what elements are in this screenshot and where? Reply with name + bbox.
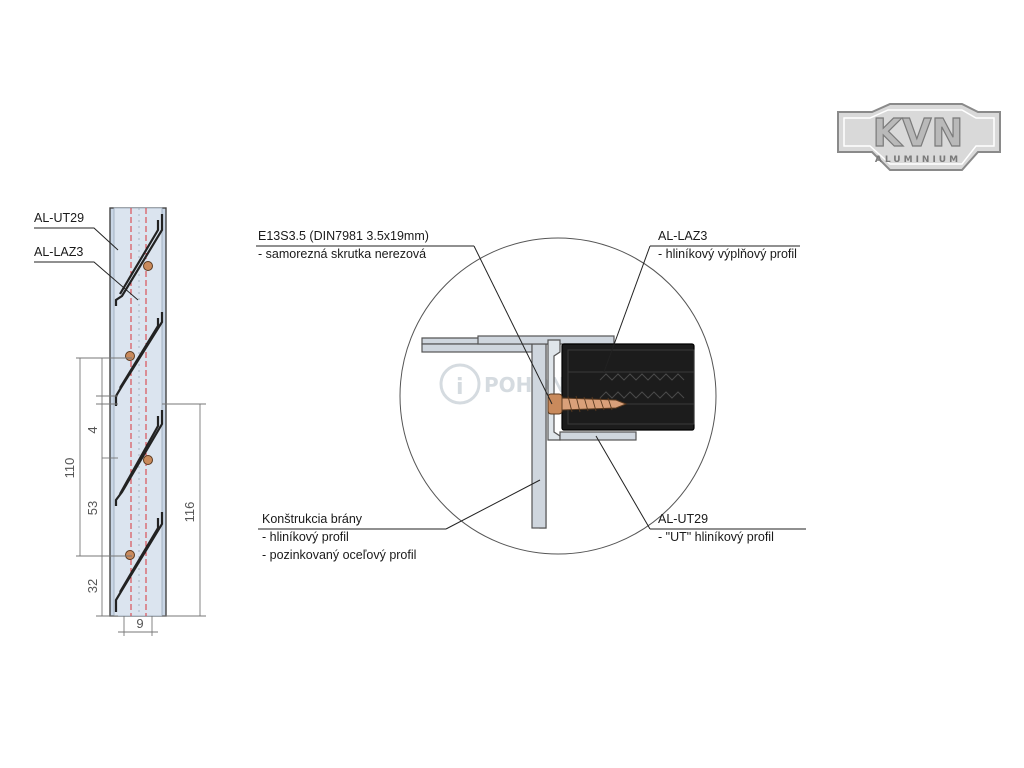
dim-32: 32 — [85, 579, 100, 593]
konstrukcia-line2: - pozinkovaný oceľový profil — [262, 548, 416, 562]
dim-9: 9 — [136, 616, 143, 631]
dim-110: 110 — [62, 458, 77, 479]
dim-4: 4 — [85, 426, 100, 433]
svg-text:i: i — [456, 375, 464, 400]
kvn-logo: KVN ALUMINIUM — [837, 103, 1001, 171]
dim-116: 116 — [182, 502, 197, 523]
screw-desc-label: - samorezná skrutka nerezová — [258, 247, 426, 261]
logo-main: KVN — [873, 111, 964, 155]
screw-code-label: E13S3.5 (DIN7981 3.5x19mm) — [258, 229, 429, 243]
screw — [547, 393, 628, 415]
laz3-code-label: AL-LAZ3 — [658, 229, 707, 243]
filler-profile — [561, 343, 695, 431]
logo-sub: ALUMINIUM — [875, 155, 961, 165]
laz3-desc-label: - hliníkový výplňový profil — [658, 247, 797, 261]
left-label-ut29: AL-UT29 — [34, 211, 84, 225]
konstrukcia-title: Konštrukcia brány — [262, 512, 363, 526]
dimension-lines — [76, 357, 206, 636]
dim-53: 53 — [85, 501, 100, 515]
ut29-code-label: AL-UT29 — [658, 512, 708, 526]
vertical-profile — [109, 207, 167, 617]
left-label-laz3: AL-LAZ3 — [34, 245, 83, 259]
konstrukcia-line1: - hliníkový profil — [262, 530, 349, 544]
ut29-desc-label: - "UT" hliníkový profil — [658, 530, 774, 544]
